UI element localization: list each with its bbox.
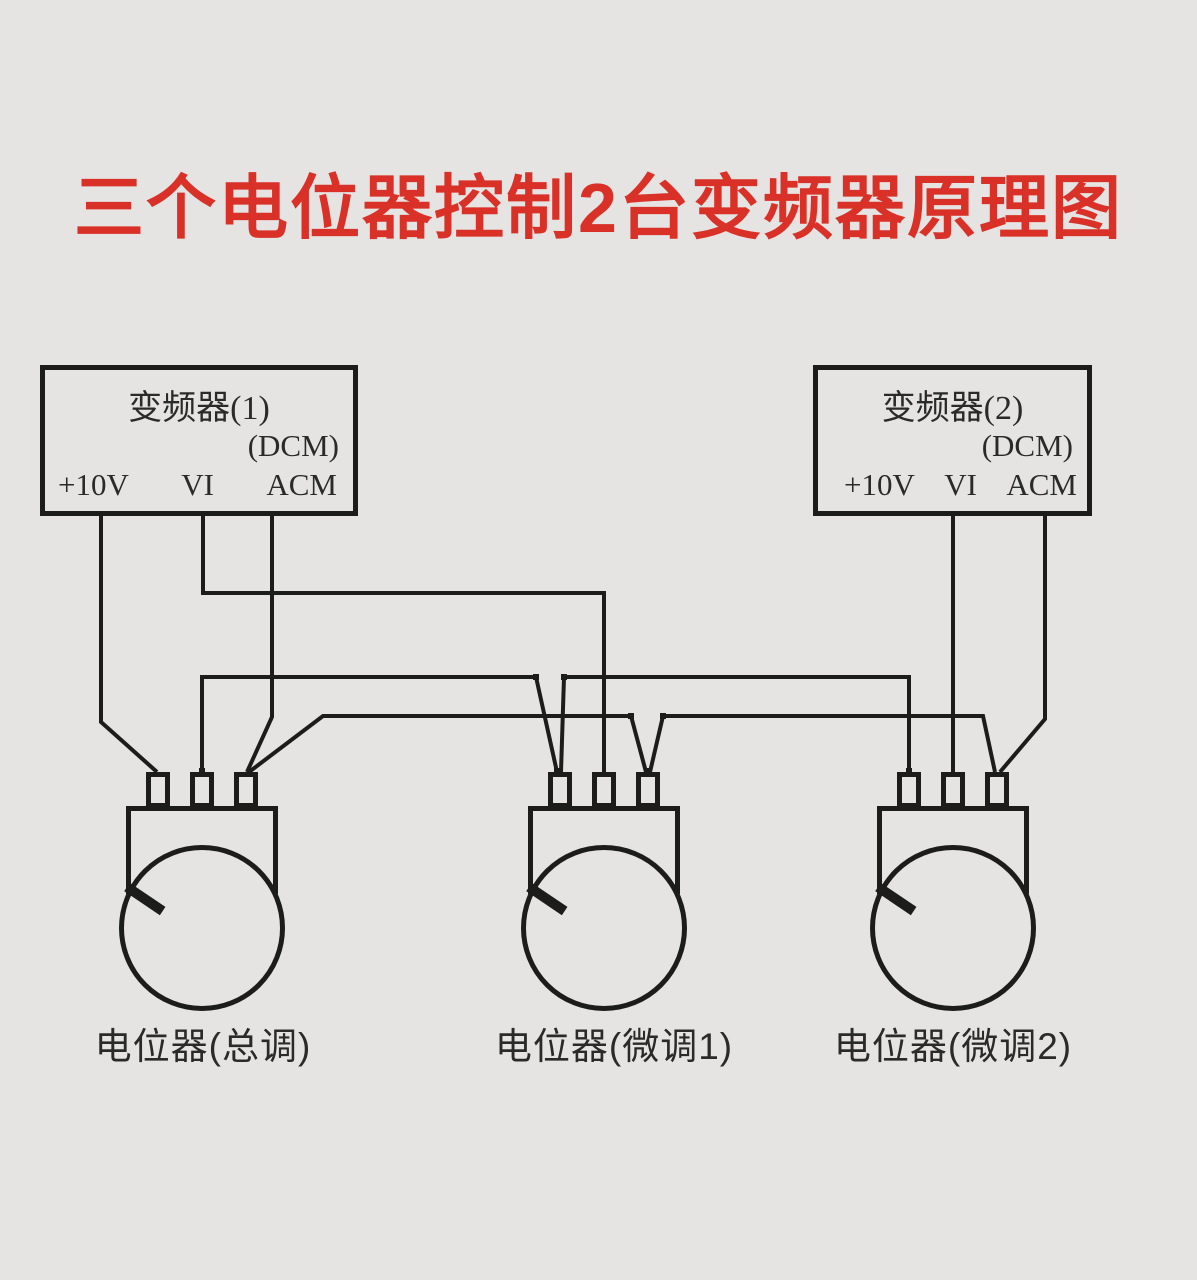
wire-pot2-left-to-pot3-left bbox=[559, 675, 911, 773]
wire-pot2-right-to-pot3-right bbox=[648, 714, 997, 773]
potentiometer-fine-2-label: 电位器(微调2) bbox=[833, 1026, 1073, 1067]
junction-dot bbox=[660, 713, 666, 719]
inverter-1-terminal-acm: ACM bbox=[266, 467, 337, 502]
inverter-2-box: 变频器(2) (DCM) +10V VI ACM bbox=[813, 365, 1092, 516]
inverter-1-terminal-vi: VI bbox=[181, 467, 214, 502]
pot-terminal-wiper bbox=[941, 772, 965, 808]
pot-terminal-wiper bbox=[190, 772, 214, 808]
inverter-1-box: 变频器(1) (DCM) +10V VI ACM bbox=[40, 365, 358, 516]
potentiometer-master bbox=[119, 772, 285, 1012]
inverter-2-label: 变频器(2) bbox=[881, 390, 1024, 427]
potentiometer-fine-1-label: 电位器(微调1) bbox=[494, 1026, 734, 1067]
wire-inv2-acm-to-pot3-right bbox=[998, 516, 1047, 774]
inverter-2-terminal-10v: +10V bbox=[844, 467, 915, 502]
pot-knob bbox=[119, 845, 285, 1011]
wire-inv1-acm-to-pot1-right bbox=[245, 516, 274, 773]
potentiometer-fine-1 bbox=[521, 772, 687, 1012]
inverter-1-terminal-row: +10V VI ACM bbox=[45, 467, 353, 503]
wire-inv1-vi-to-pot2-wiper bbox=[201, 516, 606, 772]
pot-knob bbox=[870, 845, 1036, 1011]
pot-terminal-left bbox=[146, 772, 170, 808]
wire-pot1-wiper-to-pot2-left bbox=[200, 675, 559, 773]
inverter-2-terminal-vi: VI bbox=[944, 467, 977, 502]
pot-terminal-left bbox=[548, 772, 572, 808]
inverter-1-label: 变频器(1) bbox=[128, 390, 270, 427]
pot-terminal-right bbox=[636, 772, 660, 808]
wire-pot1-right-to-pot2-right bbox=[247, 714, 648, 774]
diagram-title: 三个电位器控制2台变频器原理图 bbox=[74, 169, 1123, 247]
wire-inv1-10v-to-pot1-left bbox=[99, 516, 159, 774]
junction-dot bbox=[644, 768, 650, 774]
pot-terminal-right bbox=[985, 772, 1009, 808]
junction-dot bbox=[199, 768, 205, 774]
inverter-2-terminal-acm: ACM bbox=[1006, 467, 1077, 502]
pot-terminal-right bbox=[234, 772, 258, 808]
inverter-1-terminal-10v: +10V bbox=[58, 467, 129, 502]
junction-dot bbox=[533, 674, 539, 680]
junction-dot bbox=[906, 768, 912, 774]
inverter-1-dcm-label: (DCM) bbox=[247, 428, 339, 463]
junction-dot bbox=[554, 768, 560, 774]
junction-dot bbox=[561, 674, 567, 680]
pot-terminal-wiper bbox=[592, 772, 616, 808]
inverter-2-dcm-label: (DCM) bbox=[981, 428, 1073, 463]
pot-knob bbox=[521, 845, 687, 1011]
junction-dot bbox=[628, 713, 634, 719]
potentiometer-fine-2 bbox=[870, 772, 1036, 1012]
potentiometer-master-label: 电位器(总调) bbox=[94, 1026, 312, 1067]
inverter-2-terminal-row: +10V VI ACM bbox=[818, 467, 1087, 503]
pot-terminal-left bbox=[897, 772, 921, 808]
